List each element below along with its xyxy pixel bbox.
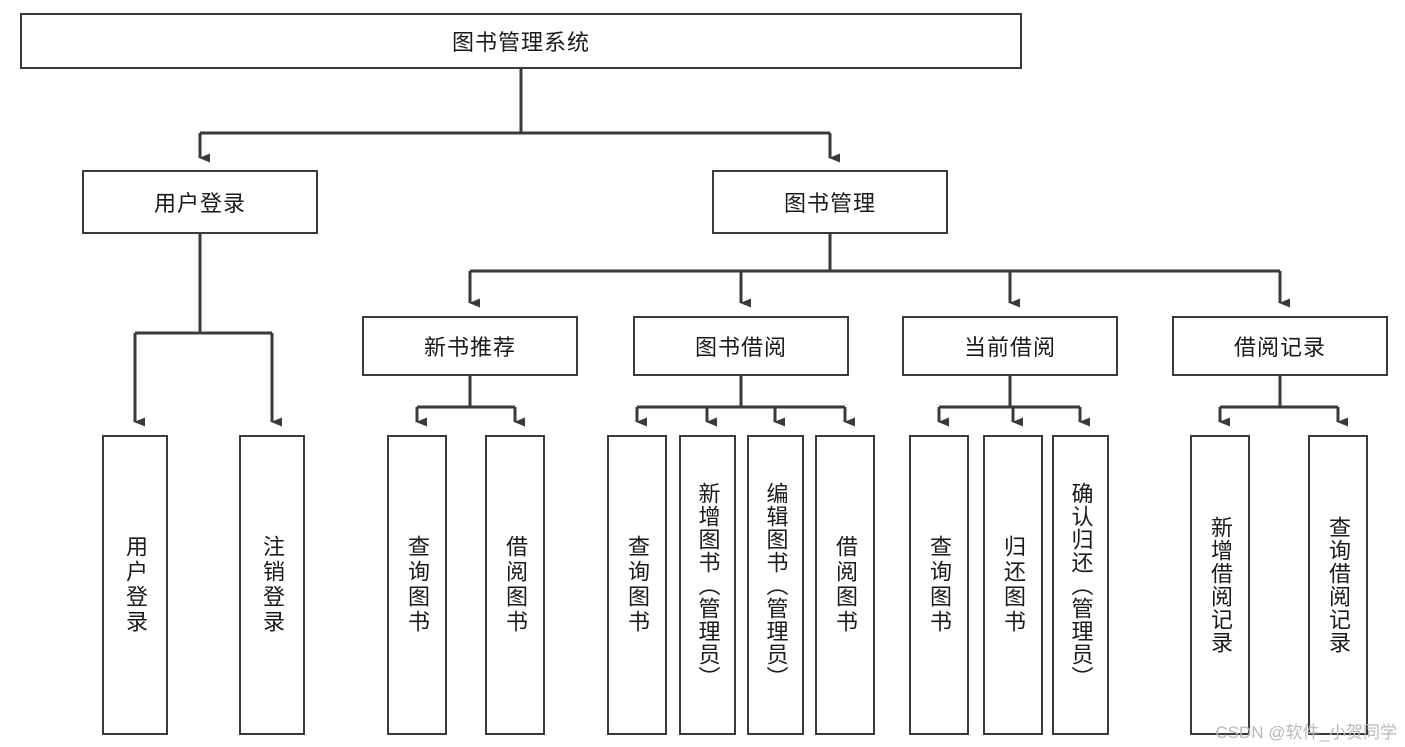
node-leaf-return-book[interactable]: 归还图书 — [983, 435, 1043, 735]
node-leaf-borrow-book-2-label: 借阅图书 — [833, 535, 858, 635]
node-leaf-return-book-label: 归还图书 — [1001, 535, 1026, 635]
node-leaf-query-book-3[interactable]: 查询图书 — [909, 435, 969, 735]
node-book-manage-label: 图书管理 — [783, 191, 876, 216]
node-leaf-query-book-1[interactable]: 查询图书 — [387, 435, 447, 735]
node-current-borrow[interactable]: 当前借阅 — [902, 316, 1118, 376]
node-book-borrow[interactable]: 图书借阅 — [633, 316, 849, 376]
node-leaf-query-borrow-record-label: 查询借阅记录 — [1326, 516, 1351, 654]
node-leaf-borrow-book-1-label: 借阅图书 — [503, 535, 528, 635]
edge-newbook-to-leaves — [415, 376, 525, 427]
node-leaf-query-book-2-label: 查询图书 — [625, 535, 650, 635]
node-book-borrow-label: 图书借阅 — [694, 335, 787, 360]
node-leaf-add-book-admin[interactable]: 新增图书（管理员） — [679, 435, 736, 735]
node-leaf-edit-book-admin-label: 编辑图书（管理员） — [763, 481, 789, 689]
node-leaf-add-book-admin-label: 新增图书（管理员） — [695, 481, 721, 689]
edge-bookborrow-to-leaves — [635, 376, 855, 427]
node-leaf-query-book-2[interactable]: 查询图书 — [607, 435, 667, 735]
edge-borrowrecord-to-leaves — [1218, 376, 1348, 427]
watermark-text: CSDN @软件_小贺同学 — [1215, 723, 1397, 742]
node-leaf-confirm-return-admin-label: 确认归还（管理员） — [1068, 481, 1094, 689]
node-leaf-user-login[interactable]: 用户登录 — [102, 435, 168, 735]
edge-userlogin-to-leaves — [133, 234, 282, 427]
node-leaf-query-book-3-label: 查询图书 — [927, 535, 952, 635]
node-new-book-recommend[interactable]: 新书推荐 — [362, 316, 578, 376]
node-leaf-edit-book-admin[interactable]: 编辑图书（管理员） — [747, 435, 804, 735]
node-user-login-label: 用户登录 — [153, 191, 246, 216]
node-leaf-confirm-return-admin[interactable]: 确认归还（管理员） — [1052, 435, 1109, 735]
node-leaf-add-borrow-record-label: 新增借阅记录 — [1208, 516, 1233, 654]
node-leaf-query-borrow-record[interactable]: 查询借阅记录 — [1308, 435, 1368, 735]
node-leaf-user-login-label: 用户登录 — [123, 535, 148, 635]
node-borrow-record[interactable]: 借阅记录 — [1172, 316, 1388, 376]
node-leaf-logout-login[interactable]: 注销登录 — [239, 435, 305, 735]
node-current-borrow-label: 当前借阅 — [963, 335, 1056, 360]
node-leaf-logout-login-label: 注销登录 — [260, 535, 285, 635]
node-book-manage[interactable]: 图书管理 — [712, 170, 948, 234]
node-user-login[interactable]: 用户登录 — [82, 170, 318, 234]
edge-bookmanage-to-level3 — [468, 234, 1290, 308]
edge-root-to-level2 — [198, 69, 840, 163]
node-leaf-query-book-1-label: 查询图书 — [405, 535, 430, 635]
node-leaf-borrow-book-1[interactable]: 借阅图书 — [485, 435, 545, 735]
node-borrow-record-label: 借阅记录 — [1233, 335, 1326, 360]
node-leaf-add-borrow-record[interactable]: 新增借阅记录 — [1190, 435, 1250, 735]
node-new-book-recommend-label: 新书推荐 — [423, 335, 516, 360]
node-root[interactable]: 图书管理系统 — [20, 13, 1022, 69]
edge-currentborrow-to-leaves — [937, 376, 1090, 427]
node-root-label: 图书管理系统 — [451, 30, 590, 55]
node-leaf-borrow-book-2[interactable]: 借阅图书 — [815, 435, 875, 735]
